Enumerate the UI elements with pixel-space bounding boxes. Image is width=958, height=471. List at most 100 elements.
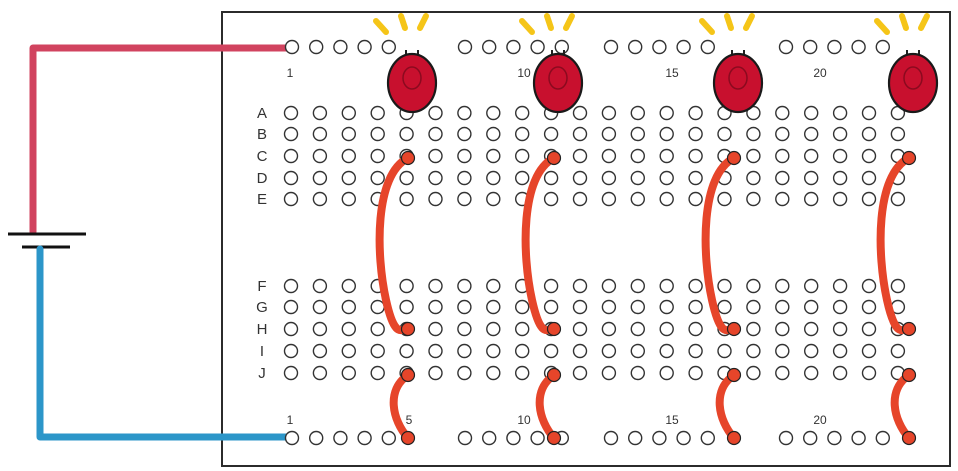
rail-hole [803,39,818,55]
terminal-hole [486,321,501,337]
rail-hole [827,39,842,55]
terminal-hole [659,105,674,121]
terminal-hole [717,343,732,359]
light-ray [918,13,930,31]
rail-hole [676,430,691,446]
terminal-hole [283,170,299,186]
jumper-wire [890,371,913,442]
terminal-hole [861,343,877,359]
terminal-hole [283,191,299,207]
terminal-hole [341,365,356,381]
row-label: D [257,170,268,187]
terminal-hole [515,170,530,186]
light-ray [899,13,909,31]
terminal-hole [572,170,588,186]
rail-hole [628,39,643,55]
terminal-hole [370,126,385,142]
terminal-hole [804,105,819,121]
terminal-hole [717,278,732,294]
jumper-end [546,430,562,446]
jumper-end [546,321,562,337]
terminal-hole [630,148,645,164]
terminal-hole [283,278,299,294]
terminal-hole [341,191,356,207]
terminal-hole [890,191,906,207]
led-highlight [728,66,748,90]
hole-grid [283,39,906,446]
rail-hole [628,430,643,446]
terminal-hole [572,365,588,381]
terminal-hole [890,278,906,294]
terminal-hole [717,299,732,315]
rail-hole [851,430,866,446]
terminal-hole [399,126,414,142]
terminal-hole [804,126,819,142]
terminal-hole [746,321,761,337]
terminal-hole [688,105,703,121]
terminal-hole [659,191,674,207]
terminal-hole [688,191,703,207]
jumper-end [901,150,917,166]
row-label: C [257,148,268,165]
led-highlight [903,66,923,90]
terminal-hole [399,299,414,315]
rail-hole [333,430,348,446]
terminal-hole [832,126,848,142]
light-ray [563,13,575,31]
terminal-hole [630,278,645,294]
terminal-hole [861,170,877,186]
terminal-hole [630,105,645,121]
terminal-hole [861,191,877,207]
terminal-hole [312,365,328,381]
terminal-hole [341,170,356,186]
led [373,13,438,114]
terminal-hole [832,278,848,294]
terminal-hole [457,191,472,207]
terminal-hole [775,191,790,207]
terminal-hole [515,343,530,359]
terminal-hole [370,148,385,164]
row-label: J [258,365,266,382]
terminal-hole [861,105,877,121]
terminal-hole [630,126,645,142]
rail-hole [530,39,545,55]
light-ray [743,13,755,31]
led-highlight [548,66,568,90]
light-ray [373,18,389,35]
jumper-end [546,367,562,383]
rail-hole [506,39,521,55]
terminal-hole [630,321,645,337]
terminal-hole [775,105,790,121]
led-body [887,52,939,114]
rail-number: 20 [813,413,827,427]
terminal-hole [630,365,645,381]
terminal-hole [543,278,559,294]
led-body [532,52,584,114]
row-label: E [257,191,267,208]
rail-hole [652,39,667,55]
terminal-hole [630,191,645,207]
terminal-hole [486,126,501,142]
terminal-hole [341,299,356,315]
terminal-hole [717,191,732,207]
terminal-hole [457,148,472,164]
terminal-hole [775,343,790,359]
terminal-hole [861,299,877,315]
terminal-hole [341,343,356,359]
jumper-end [400,367,416,383]
terminal-hole [283,321,299,337]
terminal-hole [601,126,617,142]
battery [8,44,294,441]
light-ray [544,13,554,31]
terminal-hole [428,343,443,359]
terminal-hole [832,148,848,164]
rail-hole [875,430,890,446]
terminal-hole [832,343,848,359]
terminal-hole [601,191,617,207]
rail-hole [554,39,569,55]
rail-hole [875,39,890,55]
terminal-hole [486,278,501,294]
terminal-hole [312,126,328,142]
terminal-hole [746,278,761,294]
jumper-end [400,430,416,446]
